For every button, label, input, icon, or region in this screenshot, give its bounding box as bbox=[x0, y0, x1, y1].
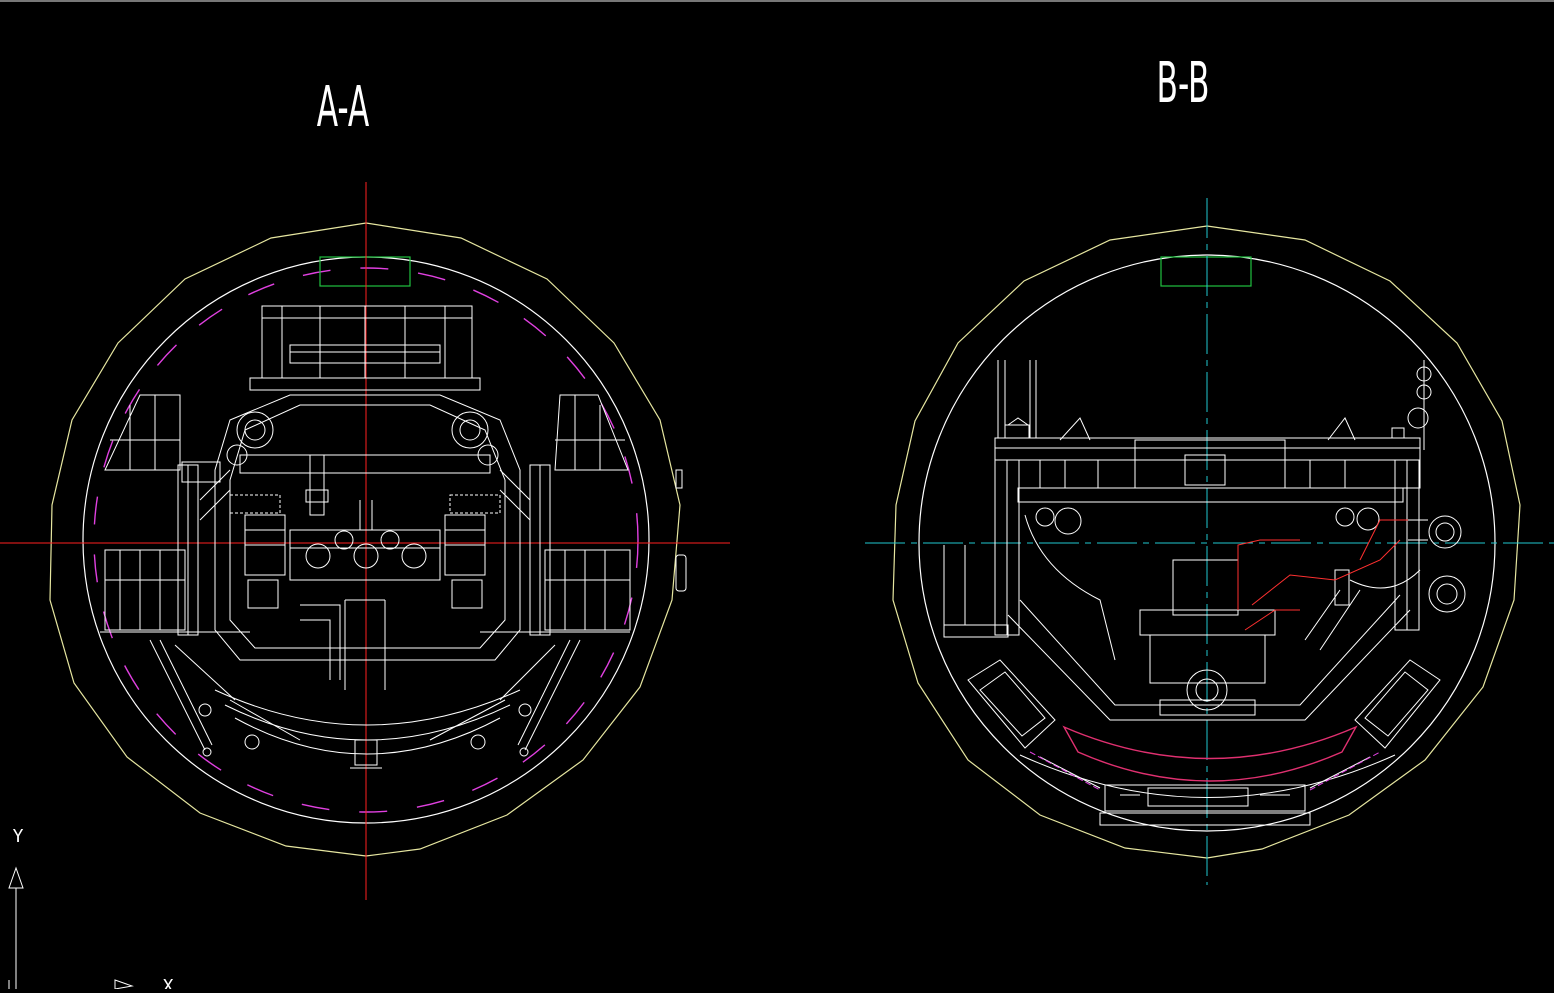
section-a-label: A-A bbox=[317, 74, 370, 139]
section-b-top-box bbox=[1160, 256, 1252, 287]
section-b-machinery bbox=[943, 360, 1466, 826]
section-a-view[interactable]: A-A bbox=[0, 74, 730, 900]
section-b-hydraulic-lines bbox=[1237, 519, 1408, 631]
section-a-machinery bbox=[100, 305, 687, 769]
section-b-view[interactable]: B-B bbox=[865, 50, 1554, 885]
ucs-icon: Y X bbox=[8, 826, 174, 993]
section-b-invert-segment bbox=[1062, 725, 1358, 782]
ucs-x-label: X bbox=[163, 976, 174, 989]
section-b-chain-links bbox=[1029, 751, 1381, 791]
section-a-top-box bbox=[319, 256, 411, 287]
ucs-y-label: Y bbox=[13, 826, 24, 847]
section-b-label: B-B bbox=[1157, 50, 1210, 115]
